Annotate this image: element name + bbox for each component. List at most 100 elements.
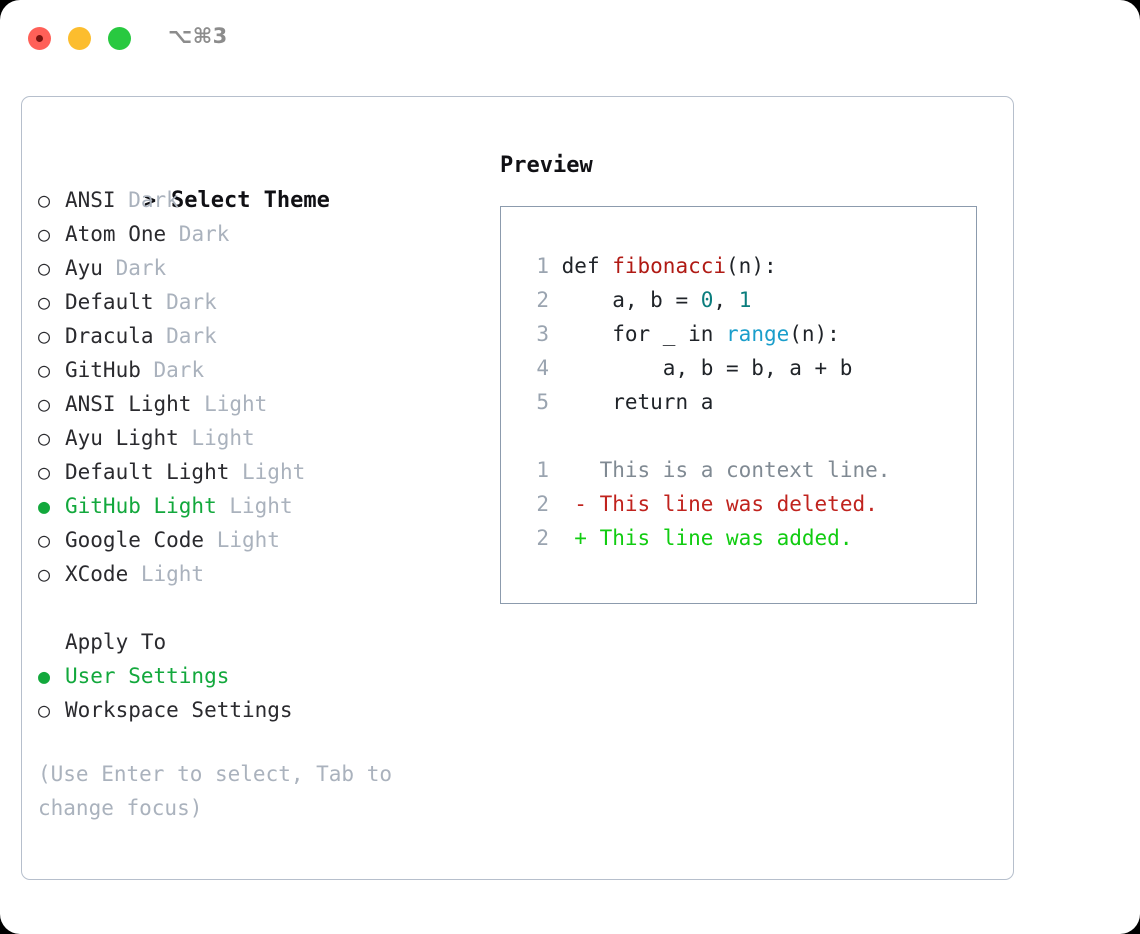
- theme-name: Ayu: [65, 256, 116, 280]
- theme-name: Google Code: [65, 528, 217, 552]
- theme-item[interactable]: ○ Google Code Light: [38, 523, 488, 557]
- code-token: for _ in: [561, 322, 727, 346]
- line-number: 2: [536, 526, 549, 550]
- theme-name: ANSI: [65, 188, 129, 212]
- code-token: (n):: [789, 322, 840, 346]
- content-panel: > Select Theme ○ ANSI Dark ○ Atom One Dark ○ A…: [21, 96, 1014, 880]
- minimize-window-button[interactable]: [68, 27, 91, 50]
- close-icon: [36, 35, 43, 42]
- theme-variant: Dark: [166, 324, 217, 348]
- apply-to-list: ● User Settings ○ Workspace Settings: [38, 659, 488, 727]
- radio-selected-icon[interactable]: ●: [38, 664, 51, 688]
- apply-to-header: Apply To: [65, 630, 167, 654]
- theme-variant: Dark: [128, 188, 179, 212]
- keyboard-shortcut-label: ⌥⌘3: [168, 24, 228, 48]
- diff-text: This is a context line.: [586, 458, 891, 482]
- code-token: def: [561, 254, 613, 278]
- theme-name: Ayu Light: [65, 426, 192, 450]
- code-token: fibonacci: [612, 254, 727, 278]
- theme-variant: Dark: [178, 222, 230, 246]
- theme-variant: Dark: [115, 256, 167, 280]
- code-line: 1 def fibonacci(n):: [523, 249, 890, 283]
- theme-item[interactable]: ● GitHub Light Light: [38, 489, 488, 523]
- line-number: 3: [536, 322, 549, 346]
- theme-item[interactable]: ○ Dracula Dark: [38, 319, 488, 353]
- theme-variant: Dark: [166, 290, 217, 314]
- preview-column: Preview 1 def fibonacci(n):2 a, b = 0, 1…: [500, 149, 1000, 604]
- radio-unselected-icon[interactable]: ○: [38, 562, 51, 586]
- apply-to-item[interactable]: ○ Workspace Settings: [38, 693, 488, 727]
- theme-item[interactable]: ○Default Light Light: [38, 455, 488, 489]
- theme-item[interactable]: ○ ANSI Light Light: [38, 387, 488, 421]
- radio-unselected-icon[interactable]: ○: [38, 222, 51, 246]
- line-number: 2: [536, 492, 549, 516]
- caret-icon: >: [143, 188, 157, 212]
- theme-name: Atom One: [65, 222, 179, 246]
- theme-name: GitHub Light: [65, 494, 230, 518]
- apply-to-label: User Settings: [65, 664, 230, 688]
- code-token: 0: [700, 288, 714, 312]
- theme-name: GitHub: [65, 358, 154, 382]
- code-token: (n):: [726, 254, 777, 278]
- diff-text: This line was deleted.: [586, 492, 878, 516]
- theme-item[interactable]: ○ GitHub Dark: [38, 353, 488, 387]
- radio-unselected-icon[interactable]: ○: [38, 698, 51, 722]
- code-token: range: [726, 322, 790, 346]
- theme-name: Default: [65, 290, 167, 314]
- diff-line: 2 + This line was added.: [523, 521, 890, 555]
- diff-sign: [574, 458, 587, 482]
- theme-variant: Light: [204, 392, 268, 416]
- preview-title: Preview: [500, 153, 593, 178]
- code-token: a, b = b, a + b: [561, 356, 853, 380]
- theme-item[interactable]: ○ Default Dark: [38, 285, 488, 319]
- theme-variant: Light: [191, 426, 255, 450]
- maximize-window-button[interactable]: [108, 27, 131, 50]
- keyboard-hint: (Use Enter to select, Tab to change focu…: [38, 762, 393, 820]
- code-line: 4 a, b = b, a + b: [523, 351, 890, 385]
- theme-list: ○ANSI Dark○Atom One Dark○Ayu Dark○Defaul…: [38, 183, 488, 591]
- theme-item[interactable]: ○ Ayu Dark: [38, 251, 488, 285]
- theme-item[interactable]: ○ ANSI Dark: [38, 183, 488, 217]
- theme-variant: Light: [229, 494, 293, 518]
- code-line: 5 return a: [523, 385, 890, 419]
- select-theme-header: > Select Theme: [38, 149, 488, 213]
- theme-item[interactable]: ○ Atom One Dark: [38, 217, 488, 251]
- theme-name: ANSI Light: [65, 392, 205, 416]
- line-number: 5: [536, 390, 549, 414]
- theme-variant: Dark: [153, 358, 205, 382]
- radio-unselected-icon[interactable]: ○: [38, 528, 51, 552]
- theme-name: XCode: [65, 562, 141, 586]
- title-bar: ⌥⌘3: [0, 0, 1140, 78]
- radio-unselected-icon[interactable]: ○: [38, 426, 51, 450]
- line-number: 1: [536, 458, 549, 482]
- apply-to-label: Workspace Settings: [65, 698, 293, 722]
- radio-unselected-icon[interactable]: ○: [38, 392, 51, 416]
- theme-variant: Light: [216, 528, 280, 552]
- radio-selected-icon[interactable]: ●: [38, 494, 51, 518]
- code-token: return a: [561, 390, 714, 414]
- theme-variant: Light: [242, 460, 306, 484]
- code-token: ,: [713, 288, 739, 312]
- theme-item[interactable]: ○ XCode Light: [38, 557, 488, 591]
- select-theme-label: Select Theme: [170, 188, 330, 213]
- radio-unselected-icon[interactable]: ○: [38, 188, 51, 212]
- radio-unselected-icon[interactable]: ○: [38, 324, 51, 348]
- line-number: 1: [536, 254, 549, 278]
- diff-line: 2 - This line was deleted.: [523, 487, 890, 521]
- diff-sign: +: [574, 526, 587, 550]
- code-blank-line: [523, 419, 890, 453]
- radio-unselected-icon[interactable]: ○: [38, 256, 51, 280]
- code-line: 3 for _ in range(n):: [523, 317, 890, 351]
- radio-unselected-icon[interactable]: ○: [38, 290, 51, 314]
- theme-name: Dracula: [65, 324, 167, 348]
- radio-unselected-icon[interactable]: ○: [38, 358, 51, 382]
- diff-sign: -: [574, 492, 587, 516]
- apply-to-item[interactable]: ● User Settings: [38, 659, 488, 693]
- theme-variant: Light: [140, 562, 205, 586]
- line-number: 4: [536, 356, 549, 380]
- radio-unselected-icon[interactable]: ○: [38, 460, 51, 484]
- code-token: a, b =: [561, 288, 701, 312]
- theme-item[interactable]: ○ Ayu Light Light: [38, 421, 488, 455]
- list-spacer: [38, 591, 488, 625]
